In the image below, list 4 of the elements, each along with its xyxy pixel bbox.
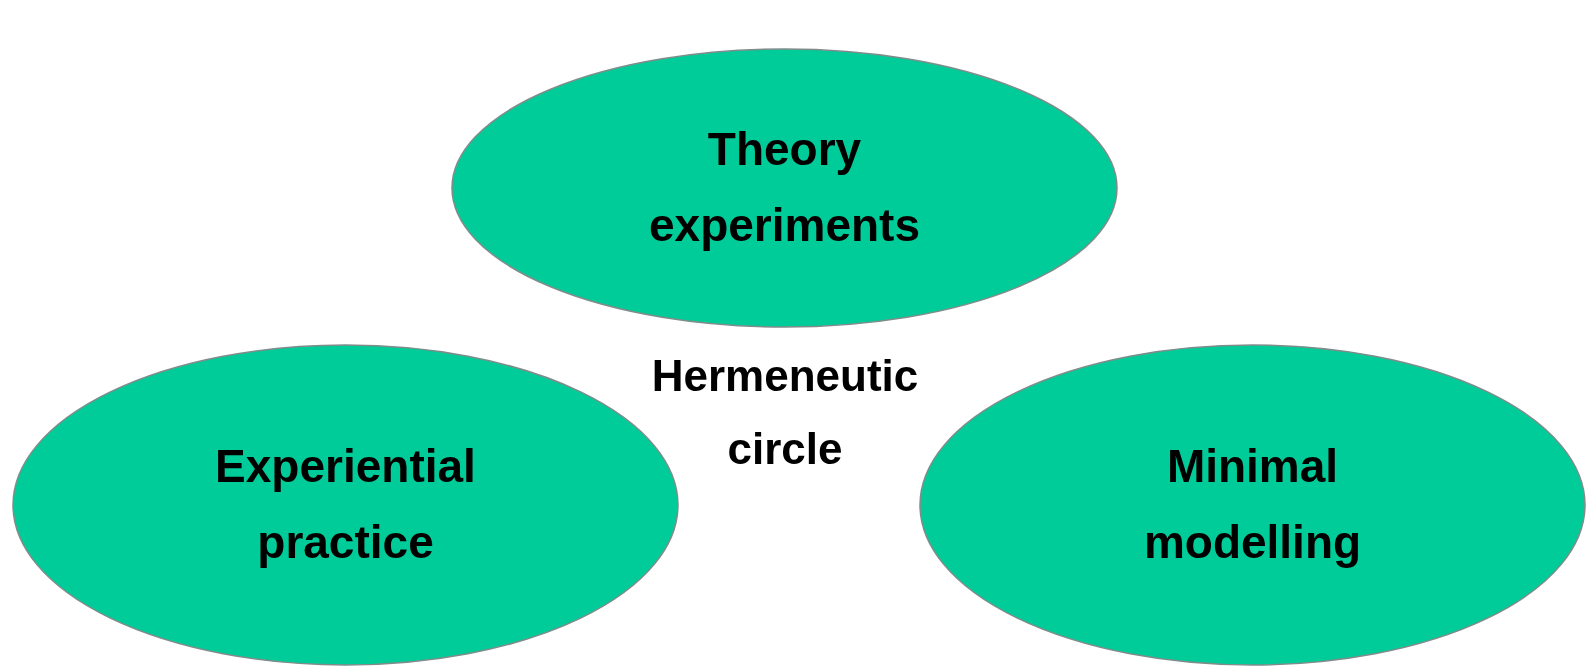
- node-label: Theory experiments: [648, 122, 921, 253]
- center-label: Hermeneutic circle: [650, 350, 920, 475]
- node-label: Experiential practice: [214, 439, 477, 570]
- node-label: Minimal modelling: [1142, 439, 1363, 570]
